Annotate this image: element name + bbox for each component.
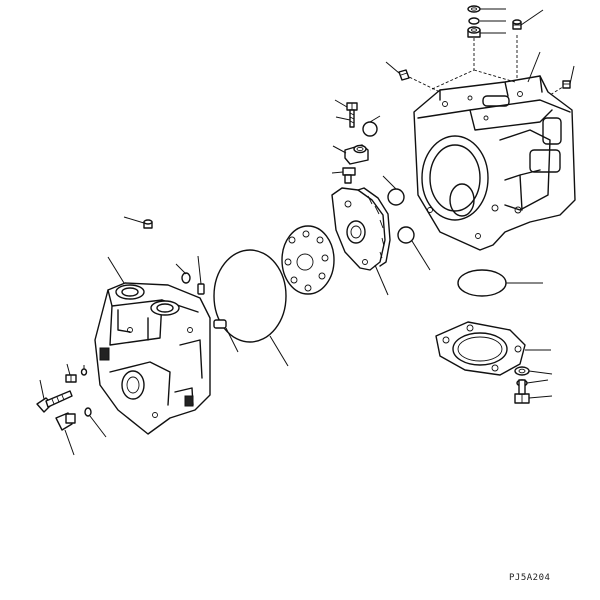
top-plug-nut xyxy=(467,26,481,38)
left-plug xyxy=(398,69,410,81)
top-seal-ring xyxy=(468,17,480,25)
port-o-ring xyxy=(84,407,92,417)
port-plug xyxy=(55,412,76,431)
flange-bolt xyxy=(514,379,530,404)
drain-plug xyxy=(65,374,77,383)
plug-washer xyxy=(80,368,88,376)
dowel-pin xyxy=(197,283,205,295)
flange-washer xyxy=(514,366,530,376)
body-plug-top xyxy=(143,219,153,229)
leader-lines-left xyxy=(39,216,239,456)
front-pump-body xyxy=(94,282,211,435)
valve-plate-gasket xyxy=(281,225,335,295)
control-valve-fitting xyxy=(344,144,369,165)
pump-case-housing xyxy=(413,75,576,251)
valve-plate xyxy=(331,187,391,271)
top-right-plug xyxy=(512,19,522,30)
right-plug xyxy=(562,80,571,89)
retainer-ring xyxy=(387,188,405,206)
hex-bolt xyxy=(36,390,73,413)
leader-lines-top xyxy=(385,8,575,85)
drawing-reference-code: PJ5A204 xyxy=(509,573,551,583)
small-stud-bolt xyxy=(342,167,356,184)
top-washer xyxy=(467,5,481,13)
assembly-guide-lines xyxy=(404,35,567,96)
spacer-ring xyxy=(397,226,415,244)
cap-screw-with-washer xyxy=(346,102,358,128)
small-o-ring xyxy=(181,272,191,284)
large-o-ring xyxy=(213,249,287,343)
valve-seal-ring xyxy=(362,121,378,137)
leader-lines-lower-right xyxy=(506,282,553,399)
case-o-ring xyxy=(457,269,507,297)
flange-gasket xyxy=(435,321,526,376)
leader-lines-center xyxy=(269,99,431,367)
guide-pin xyxy=(213,319,227,329)
